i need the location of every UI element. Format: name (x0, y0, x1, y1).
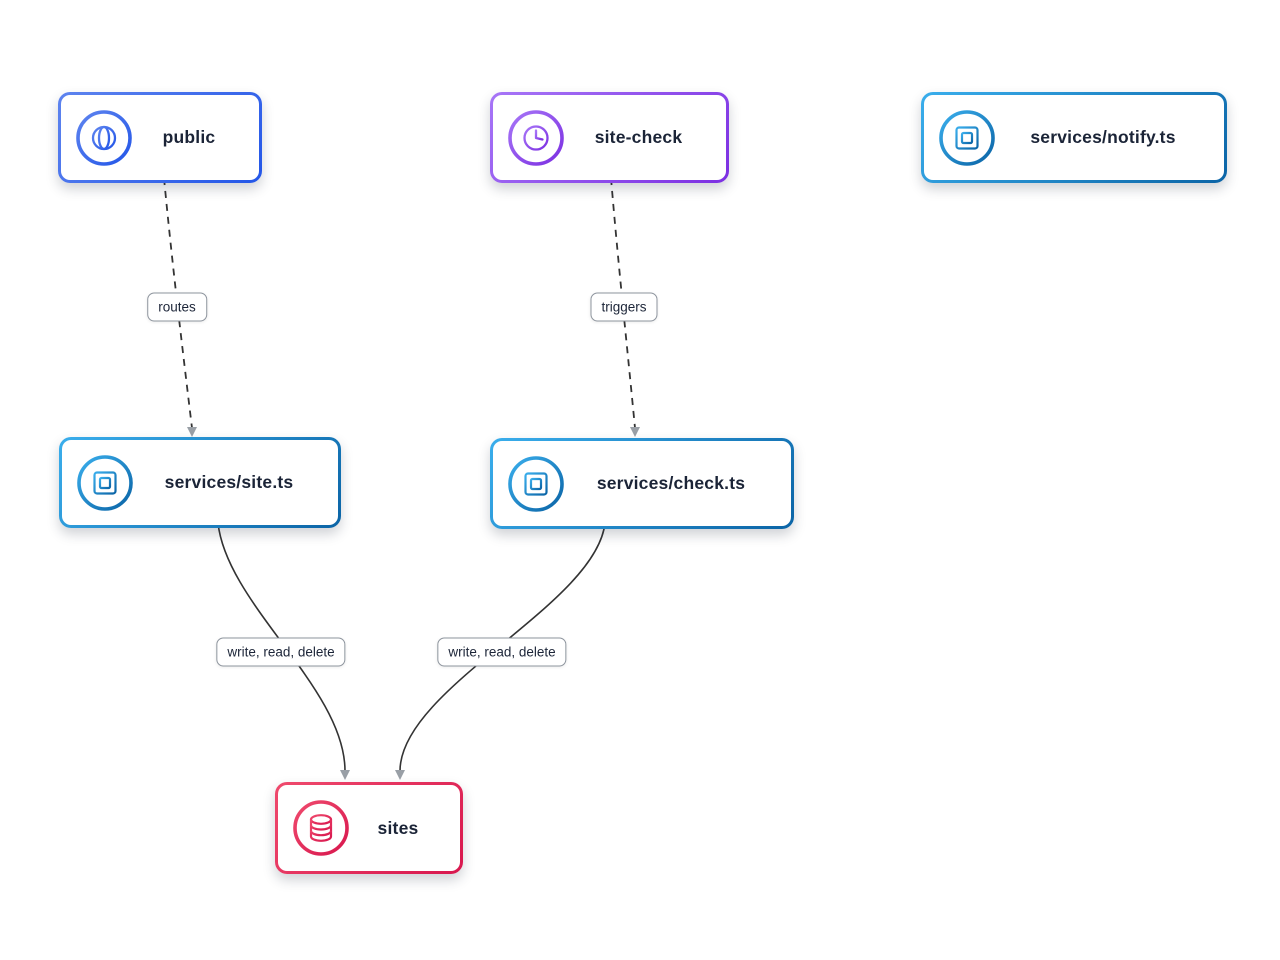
arrowhead-icon (340, 770, 350, 780)
node-public[interactable]: public (58, 92, 262, 183)
database-icon (292, 799, 350, 857)
chip-icon (938, 109, 996, 167)
node-services-site[interactable]: services/site.ts (59, 437, 341, 528)
edge-label-write-read-delete-2: write, read, delete (437, 637, 567, 667)
globe-icon (75, 109, 133, 167)
edge-public-to-site (163, 177, 193, 429)
chip-icon (76, 454, 134, 512)
node-site-check[interactable]: site-check (490, 92, 729, 183)
edge-sitecheck-to-check (610, 177, 636, 429)
edge-label-routes: routes (147, 292, 207, 322)
node-services-notify[interactable]: services/notify.ts (921, 92, 1227, 183)
node-label: site-check (594, 127, 683, 147)
node-label: public (162, 127, 216, 147)
chip-icon (507, 455, 565, 513)
node-label: services/check.ts (596, 473, 746, 493)
node-services-check[interactable]: services/check.ts (490, 438, 794, 529)
arrowhead-icon (187, 427, 197, 437)
node-label: services/notify.ts (1030, 127, 1176, 147)
node-sites[interactable]: sites (275, 782, 463, 874)
arrowhead-icon (395, 770, 405, 780)
arrowhead-icon (630, 427, 640, 437)
node-label: sites (377, 817, 419, 838)
edge-label-write-read-delete-1: write, read, delete (216, 637, 346, 667)
node-label: services/site.ts (164, 472, 294, 492)
clock-icon (507, 109, 565, 167)
edge-label-triggers: triggers (590, 292, 658, 322)
